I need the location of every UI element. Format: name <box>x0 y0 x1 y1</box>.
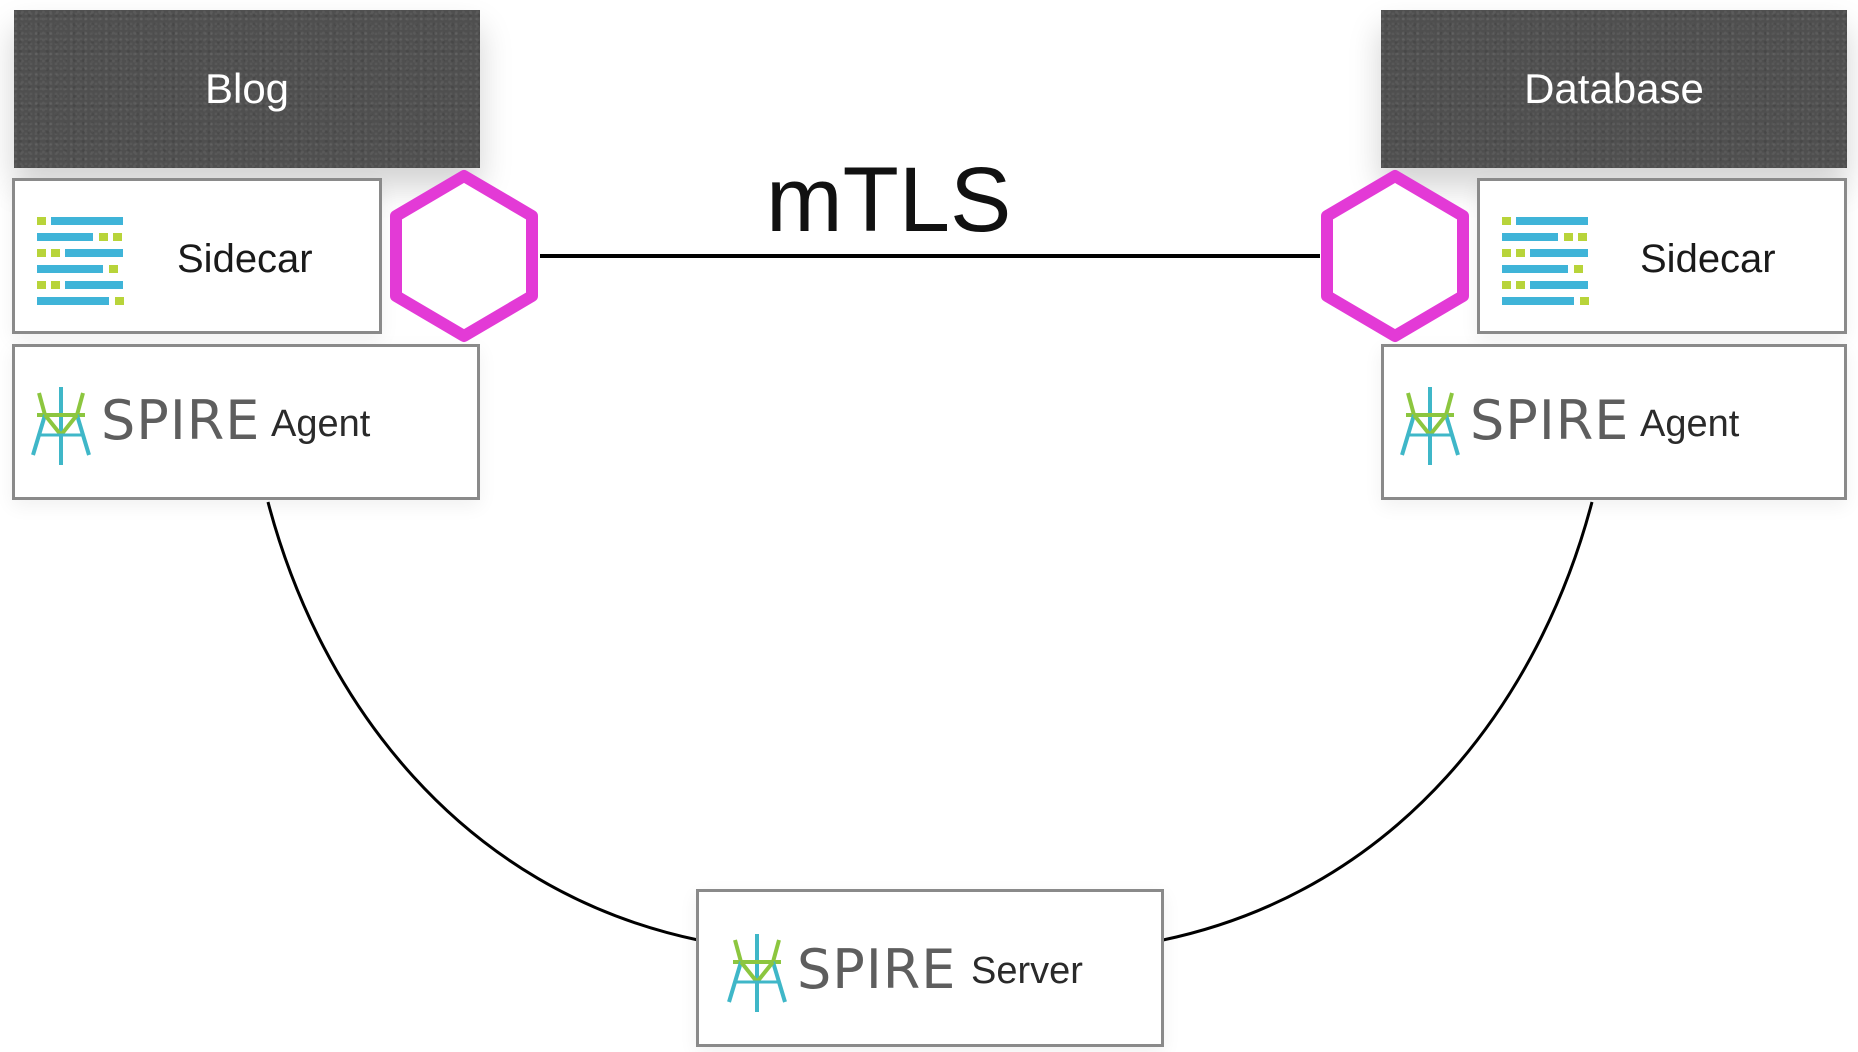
spire-agent-box-left: SPIRE Agent <box>12 344 480 500</box>
spire-brand-text: SPIRE <box>797 938 957 1001</box>
envoy-icon <box>1502 217 1589 305</box>
agent-label-right: Agent <box>1640 403 1740 445</box>
spire-brand-text: SPIRE <box>1470 389 1630 452</box>
blog-service-label: Blog <box>204 65 290 112</box>
hexagon-icon-right <box>1321 170 1469 342</box>
hexagon-icon-left <box>390 170 538 342</box>
database-service-label: Database <box>1524 65 1704 112</box>
spire-logo-icon <box>1400 387 1460 465</box>
mtls-label: mTLS <box>766 149 1012 251</box>
spire-agent-box-right: SPIRE Agent <box>1381 344 1847 500</box>
agent-to-server-line-right <box>1162 501 1594 942</box>
agent-to-server-line-left <box>266 501 699 942</box>
envoy-icon <box>37 217 124 305</box>
spire-logo-icon <box>31 387 91 465</box>
spire-server-box: SPIRE Server <box>696 889 1164 1047</box>
sidecar-box-right: Sidecar <box>1477 178 1847 334</box>
sidecar-label-right: Sidecar <box>1640 237 1776 281</box>
database-service-header: Database <box>1381 10 1847 168</box>
sidecar-box-left: Sidecar <box>12 178 382 334</box>
blog-service-header: Blog <box>14 10 480 168</box>
spire-logo-icon <box>727 934 787 1012</box>
spire-brand-text: SPIRE <box>101 389 261 452</box>
agent-label-left: Agent <box>271 403 371 445</box>
server-label: Server <box>971 950 1083 992</box>
sidecar-label-left: Sidecar <box>177 237 313 281</box>
